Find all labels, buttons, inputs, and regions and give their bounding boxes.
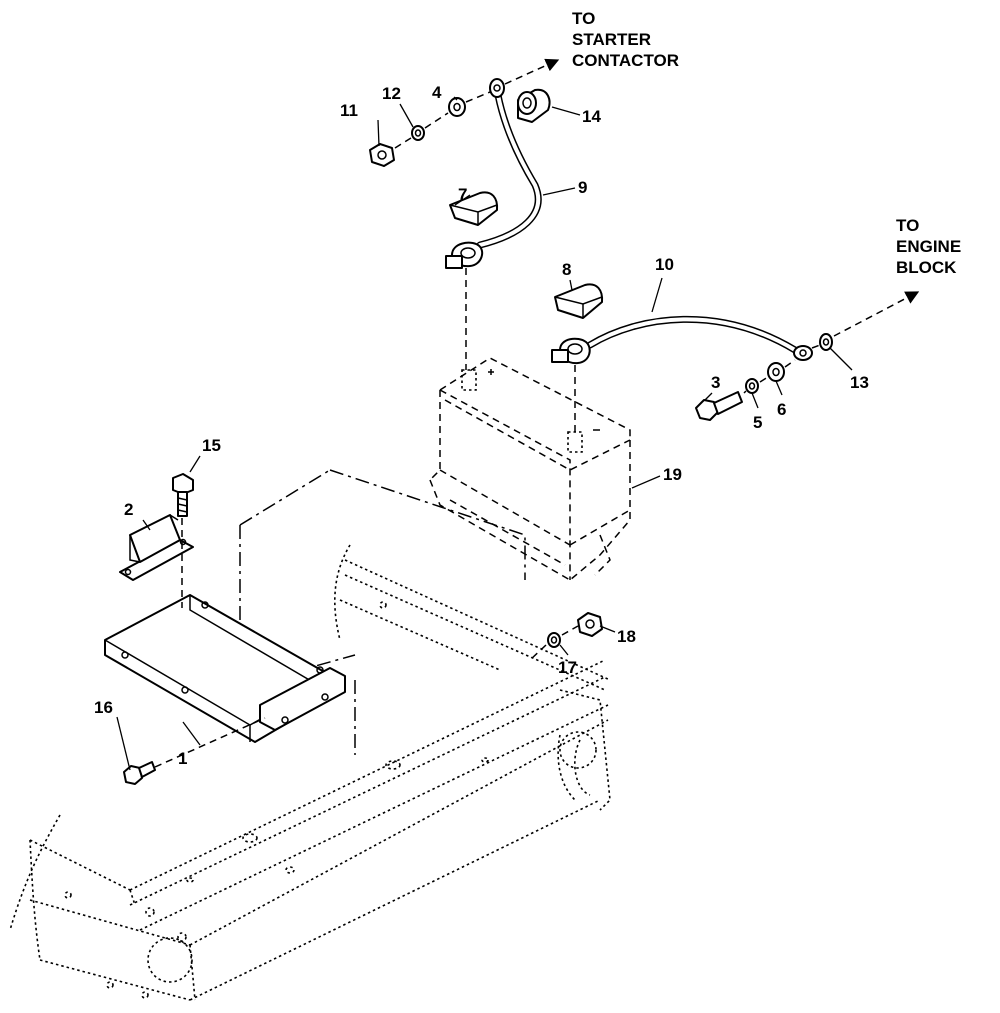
callout-13: 13	[850, 373, 869, 392]
note-starter-line1: TO	[572, 9, 595, 28]
battery	[429, 357, 631, 581]
note-starter-line3: CONTACTOR	[572, 51, 679, 70]
washer-4	[448, 97, 466, 117]
note-engine-line3: BLOCK	[896, 258, 957, 277]
callout-16: 16	[94, 698, 113, 717]
callout-12: 12	[382, 84, 401, 103]
callout-10: 10	[655, 255, 674, 274]
terminal-cover-8	[554, 283, 604, 319]
callout-11: 11	[340, 101, 358, 120]
note-starter-contactor: TO STARTER CONTACTOR	[572, 9, 679, 70]
callout-1: 1	[178, 749, 187, 768]
callout-2: 2	[124, 500, 133, 519]
callout-5: 5	[753, 413, 762, 432]
note-engine-line1: TO	[896, 216, 919, 235]
callout-8: 8	[562, 260, 571, 279]
callout-17: 17	[558, 658, 577, 677]
battery-tray	[104, 594, 346, 743]
lockwasher-17	[547, 632, 561, 648]
positive-cable	[445, 78, 542, 370]
negative-cable	[551, 315, 813, 435]
callout-18: 18	[617, 627, 636, 646]
callout-6: 6	[777, 400, 786, 419]
lockwasher-12	[411, 125, 425, 141]
nut-18	[577, 612, 603, 637]
terminal-boot-14	[517, 88, 551, 123]
vehicle-frame	[9, 544, 611, 1001]
callouts: 1 2 3 4 5 6 7 8 9 10 11 12 13 14 15 16 1…	[94, 83, 869, 768]
nut-11	[369, 143, 395, 167]
callout-19: 19	[663, 465, 682, 484]
callout-9: 9	[578, 178, 587, 197]
bolt-16	[123, 717, 266, 785]
callout-15: 15	[202, 436, 221, 455]
washer-6	[767, 362, 785, 382]
hold-down-bracket	[119, 514, 194, 581]
star-washer-13	[819, 333, 833, 351]
note-starter-line2: STARTER	[572, 30, 651, 49]
callout-3: 3	[711, 373, 720, 392]
callout-14: 14	[582, 107, 601, 126]
bolt-15	[172, 473, 194, 608]
note-engine-line2: ENGINE	[896, 237, 961, 256]
callout-7: 7	[458, 185, 467, 204]
note-engine-block: TO ENGINE BLOCK	[896, 216, 961, 277]
lockwasher-5	[745, 378, 759, 394]
callout-4: 4	[432, 83, 442, 102]
leader-lines	[116, 96, 853, 771]
bolt-3	[695, 391, 743, 421]
